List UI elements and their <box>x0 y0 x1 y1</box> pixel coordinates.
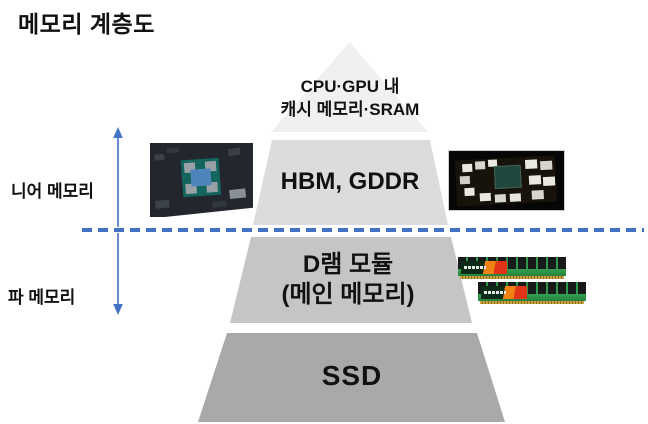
label-cache-line1: CPU·GPU 내 <box>300 77 400 96</box>
near-memory-label: 니어 메모리 <box>11 182 94 201</box>
dram-label-sticker <box>481 286 527 299</box>
label-hbm-level: HBM, GDDR <box>280 168 420 195</box>
far-memory-label: 파 메모리 <box>8 288 76 307</box>
dram-label-sticker <box>461 261 507 274</box>
dram-pcb <box>478 294 586 301</box>
label-dram-level: D램 모듈 (메인 메모리) <box>246 250 450 310</box>
label-ssd-level: SSD <box>321 360 383 391</box>
pyramid-level-dram <box>230 237 472 323</box>
dram-module-photo-1 <box>458 257 566 279</box>
dram-pins <box>480 301 584 304</box>
pyramid-level-hbm <box>253 140 448 225</box>
gpu-chip-board-photo <box>150 143 253 217</box>
far-memory-down-arrow-icon <box>113 233 123 315</box>
near-memory-up-arrow-icon <box>113 127 123 227</box>
dram-label-text-marks <box>464 266 486 269</box>
label-cache-line2: 캐시 메모리·SRAM <box>280 100 420 119</box>
page-title: 메모리 계층도 <box>18 11 155 37</box>
label-dram-line1: D램 모듈 <box>302 251 394 278</box>
dram-pins <box>460 276 564 279</box>
dram-pcb <box>458 269 566 276</box>
dram-module-photo-2 <box>478 282 586 304</box>
label-cache-level: CPU·GPU 내 캐시 메모리·SRAM <box>230 75 470 121</box>
gpu-card-photo <box>448 150 565 211</box>
pyramid-level-ssd <box>198 333 505 422</box>
dram-label-text-marks <box>484 291 506 294</box>
label-dram-line2: (메인 메모리) <box>281 281 415 308</box>
